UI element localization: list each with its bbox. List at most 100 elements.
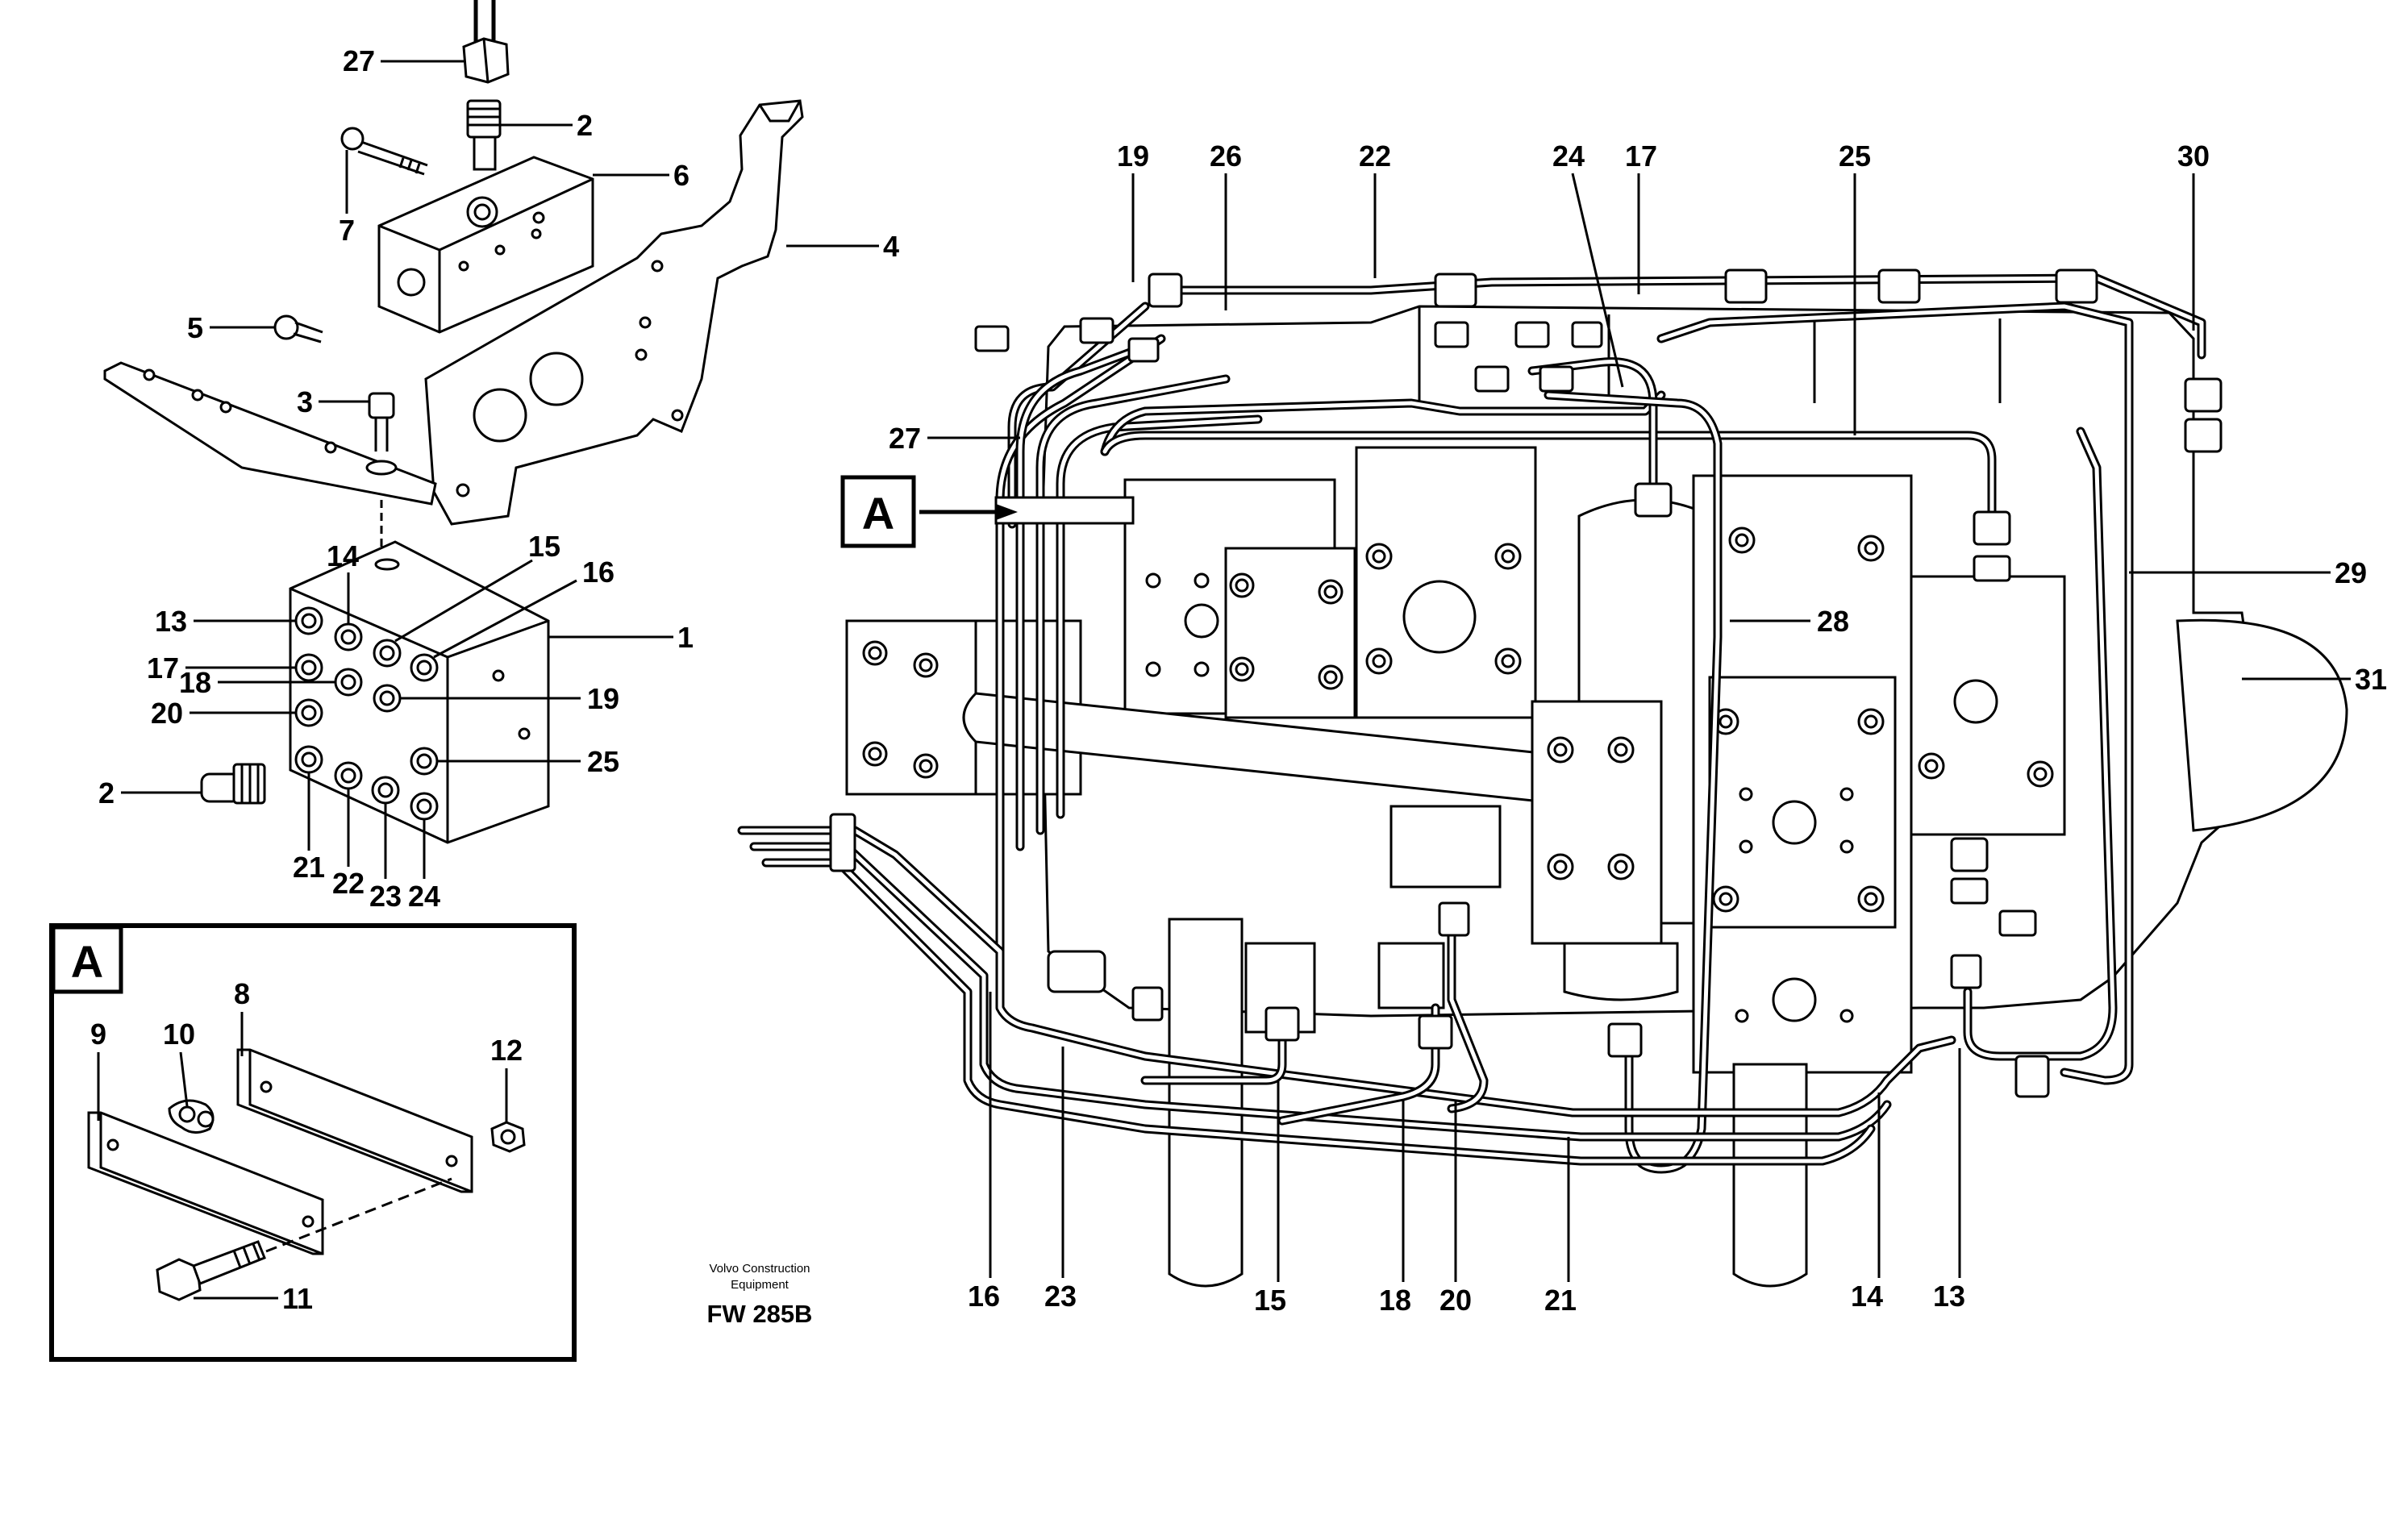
valve-hole	[1194, 572, 1210, 589]
fitting	[1434, 321, 1469, 348]
valve-port-inner	[919, 759, 933, 773]
fitting	[1047, 950, 1106, 993]
valve-hole	[1145, 661, 1161, 677]
valve-bore	[1953, 679, 1998, 724]
callout-11: 11	[282, 1282, 313, 1315]
pipe-21-inner	[739, 828, 1954, 1115]
figure-credit: Volvo Construction Equipment FW 285B	[707, 1262, 813, 1328]
valve-port-inner	[1553, 743, 1568, 757]
callout-21-left: 21	[293, 851, 325, 884]
fitting	[974, 325, 1010, 352]
bracket-hole	[671, 409, 684, 422]
valve-port-inner	[1719, 892, 1733, 906]
fitting-thread	[468, 107, 500, 127]
pipe-bundle-3-inner	[1058, 417, 1260, 817]
bolt-thread	[398, 157, 421, 174]
fitting	[1724, 268, 1768, 304]
strap-hole	[302, 1215, 315, 1228]
callout-27-right: 27	[889, 422, 921, 455]
fitting	[1079, 317, 1114, 344]
callout-14-left: 14	[327, 539, 359, 572]
fitting	[1973, 555, 2011, 582]
bolt-head	[340, 127, 365, 151]
strap-upper-edge	[248, 1050, 473, 1193]
callout-29: 29	[2335, 556, 2367, 589]
callout-19-right: 19	[1117, 139, 1149, 173]
strap-lower-edge	[99, 1113, 323, 1255]
callout-25-left: 25	[587, 745, 619, 778]
inset-detail-a: A	[49, 923, 577, 1362]
fitting-stem	[473, 135, 497, 171]
port-block-top-hole	[374, 558, 400, 571]
credit-line-2: Equipment	[731, 1278, 789, 1292]
manifold-hole	[494, 244, 506, 256]
port-21-inner	[301, 751, 317, 768]
socket-screw-shank	[374, 418, 389, 452]
union-fitting-top	[466, 99, 502, 139]
callout-23-right: 23	[1044, 1280, 1077, 1313]
callout-18-left: 18	[179, 666, 211, 699]
fitting	[1973, 510, 2011, 546]
port-15-inner	[379, 645, 395, 661]
callout-19-left: 19	[587, 682, 619, 715]
valve-bore	[1772, 977, 1817, 1022]
callout-20-left: 20	[151, 697, 183, 730]
callout-10: 10	[163, 1018, 195, 1051]
valve-port-inner	[1501, 654, 1515, 668]
fitting	[1438, 901, 1470, 937]
valve-port-inner	[868, 646, 882, 660]
port-13-inner	[301, 613, 317, 629]
hose-nut-edge	[482, 38, 490, 83]
port-19-inner	[379, 690, 395, 706]
support-plate	[103, 361, 437, 506]
manifold-edges	[378, 177, 594, 332]
callout-24-right: 24	[1552, 139, 1585, 173]
valve-port-inner	[1719, 714, 1733, 729]
fitting	[1950, 877, 1989, 905]
fitting	[1571, 321, 1603, 348]
port-24-inner	[416, 798, 432, 814]
fitting	[2055, 268, 2098, 304]
leader-lines	[97, 60, 2351, 1300]
valve-port-inner	[1235, 578, 1249, 593]
callout-13-right: 13	[1933, 1280, 1965, 1313]
hose-line	[473, 0, 496, 42]
inset-letter: A	[71, 936, 103, 987]
valve-port-inner	[1924, 759, 1939, 773]
view-marker-letter: A	[862, 488, 894, 539]
valve-port-inner	[1372, 654, 1386, 668]
callout-12: 12	[490, 1034, 523, 1067]
valve-hole	[1145, 572, 1161, 589]
valve-port-inner	[1323, 585, 1338, 599]
distribution-manifold	[377, 156, 594, 334]
leader-16-left	[433, 579, 577, 659]
filter-3	[1389, 805, 1502, 889]
clamp-hole	[178, 1105, 196, 1123]
accumulator-valve-block	[1531, 700, 1663, 945]
callout-24-left: 24	[408, 880, 440, 913]
strap-hole	[106, 1138, 119, 1151]
callout-8: 8	[234, 977, 250, 1010]
manifold-side-port	[397, 268, 426, 297]
valve-port-inner	[1553, 859, 1568, 874]
valve-hole	[1839, 839, 1854, 854]
manifold-hole	[458, 260, 469, 272]
pipe-routing: A	[737, 268, 2223, 1174]
callout-2-side: 2	[98, 776, 115, 810]
callout-20-right: 20	[1439, 1284, 1472, 1317]
fitting	[1264, 1006, 1300, 1042]
fitting	[1607, 1022, 1643, 1058]
valve-hole	[1735, 1009, 1749, 1023]
callout-17-left: 17	[147, 651, 179, 685]
fitting	[1877, 268, 1921, 304]
strap-hole	[445, 1155, 458, 1167]
manifold-port-inner	[473, 203, 491, 221]
callout-26-right: 26	[1210, 139, 1242, 173]
screw-head	[273, 314, 299, 340]
pipe-bundle-2-inner	[1038, 377, 1228, 833]
callout-6: 6	[673, 159, 689, 192]
valve-bore	[1184, 603, 1219, 639]
callout-25-right: 25	[1839, 139, 1871, 173]
clamp-hole	[197, 1110, 215, 1128]
accumulator-base	[1563, 942, 1679, 1001]
